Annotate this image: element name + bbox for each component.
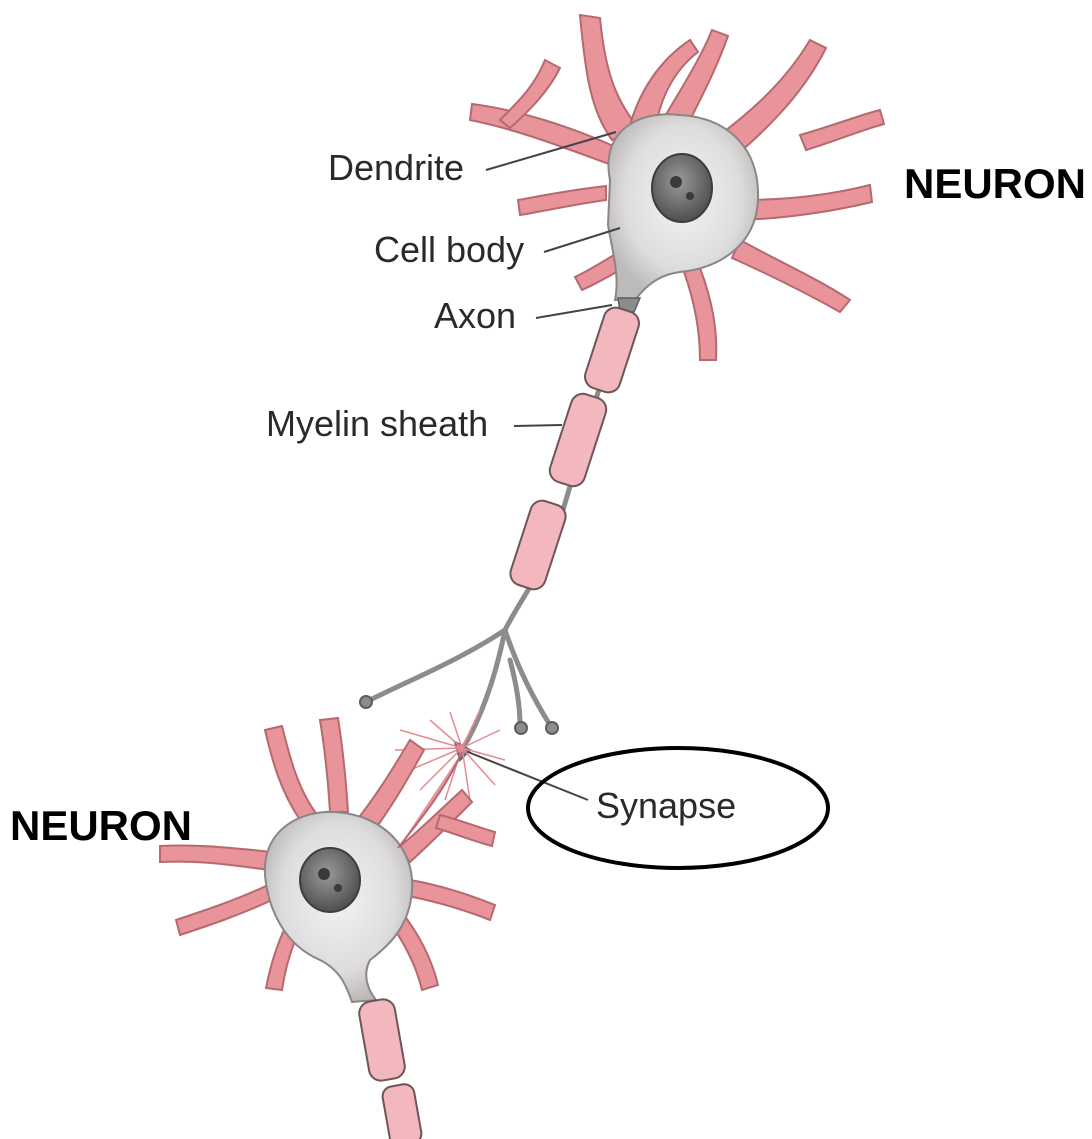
axon-with-myelin <box>360 304 642 800</box>
bottom-neuron <box>160 718 495 1139</box>
myelin-sheath-label: Myelin sheath <box>266 403 488 444</box>
myelin-leader-line <box>514 425 562 426</box>
myelin-segments <box>507 304 642 592</box>
axon-leader-line <box>536 305 612 318</box>
axon-label: Axon <box>434 295 516 336</box>
dendrite-label: Dendrite <box>328 147 464 188</box>
neuron-title-bottom: NEURON <box>10 802 192 849</box>
cell-body-label: Cell body <box>374 229 524 270</box>
top-neuron <box>470 15 884 360</box>
top-nucleus <box>652 154 712 222</box>
neuron-title-top: NEURON <box>904 160 1086 207</box>
synapse-label: Synapse <box>596 785 736 826</box>
cell-body-leader-line <box>544 228 620 252</box>
bottom-nucleus <box>300 848 360 912</box>
